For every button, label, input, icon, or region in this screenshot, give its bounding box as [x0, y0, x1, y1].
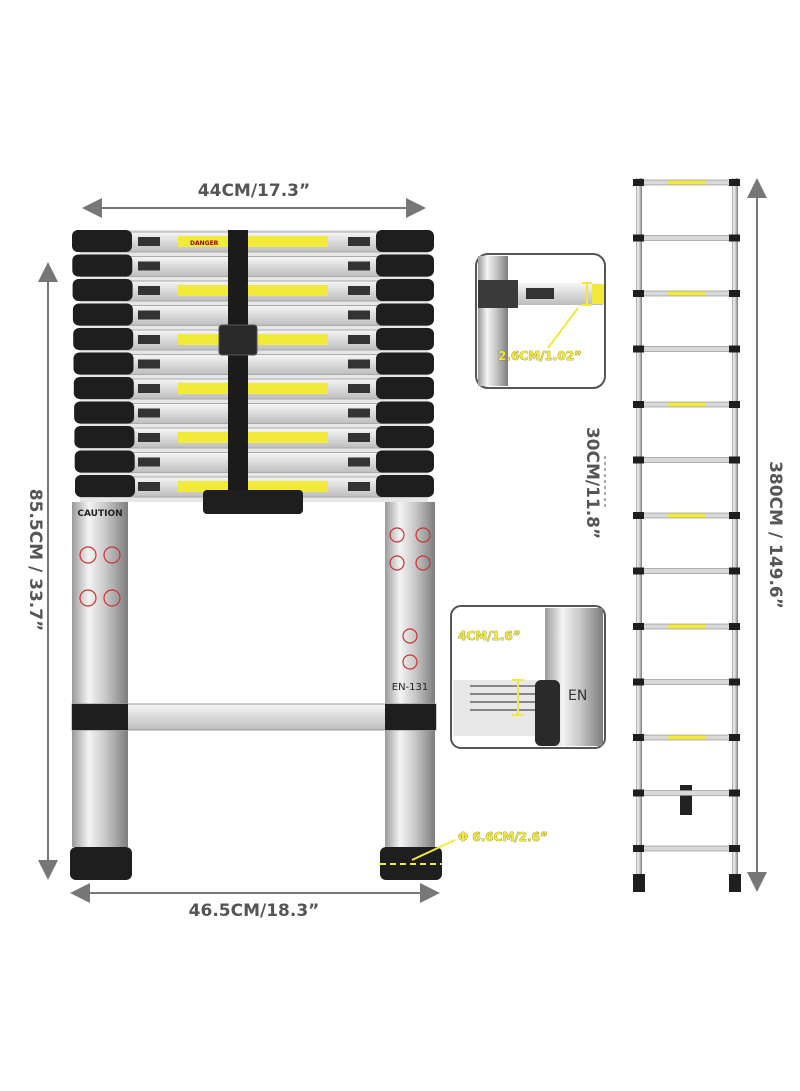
extended-rung	[633, 401, 740, 408]
extended-rung	[633, 345, 740, 353]
extended-rung	[633, 234, 740, 242]
rung-spacing-label: 30CM/11.8”	[582, 427, 602, 539]
caution-label: CAUTION	[77, 509, 122, 519]
svg-text:EN: EN	[568, 688, 587, 704]
rail-width-inset: EN 4CM/1.6”	[450, 605, 606, 749]
folded-rung	[74, 426, 434, 449]
extended-rung	[633, 789, 740, 797]
folded-rung	[75, 475, 434, 498]
folded-rung	[73, 352, 434, 375]
extended-rung	[633, 179, 740, 186]
extended-rung	[633, 290, 740, 297]
folded-rung	[72, 230, 434, 253]
extended-rung	[633, 734, 740, 741]
extended-height-label: 380CM / 149.6”	[765, 461, 785, 609]
folded-rung	[72, 303, 434, 326]
folded-rung	[74, 450, 434, 473]
extended-rung	[633, 512, 740, 519]
standard-label: EN-131	[392, 682, 429, 693]
extended-rung	[633, 623, 740, 630]
folded-height-label: 85.5CM / 33.7”	[25, 489, 45, 632]
extended-rung	[633, 678, 740, 686]
base-width-label: 46.5CM/18.3”	[189, 901, 320, 921]
rung-thickness-label: 2.6CM/1.02”	[498, 349, 582, 363]
extended-rung	[633, 456, 740, 464]
rung-thickness-inset: 2.6CM/1.02”	[475, 253, 606, 389]
foot-diameter-label: Φ 6.6CM/2.6”	[458, 830, 548, 844]
right-leg	[385, 502, 435, 847]
folded-width-label: 44CM/17.3”	[198, 181, 310, 201]
folded-rung	[72, 254, 434, 277]
extended-rung	[633, 845, 740, 852]
strap	[228, 230, 248, 492]
left-foot	[70, 847, 132, 880]
extended-ladder	[633, 178, 741, 892]
extended-rung	[633, 567, 740, 575]
folded-rung	[73, 377, 434, 400]
danger-label: DANGER	[190, 240, 219, 247]
strap-handle	[203, 490, 303, 514]
folded-rung	[74, 401, 434, 424]
folded-rung	[72, 279, 434, 302]
folded-ladder: DANGER CAUTION EN-131	[70, 230, 456, 880]
rail-width-label: 4CM/1.6”	[458, 629, 521, 643]
